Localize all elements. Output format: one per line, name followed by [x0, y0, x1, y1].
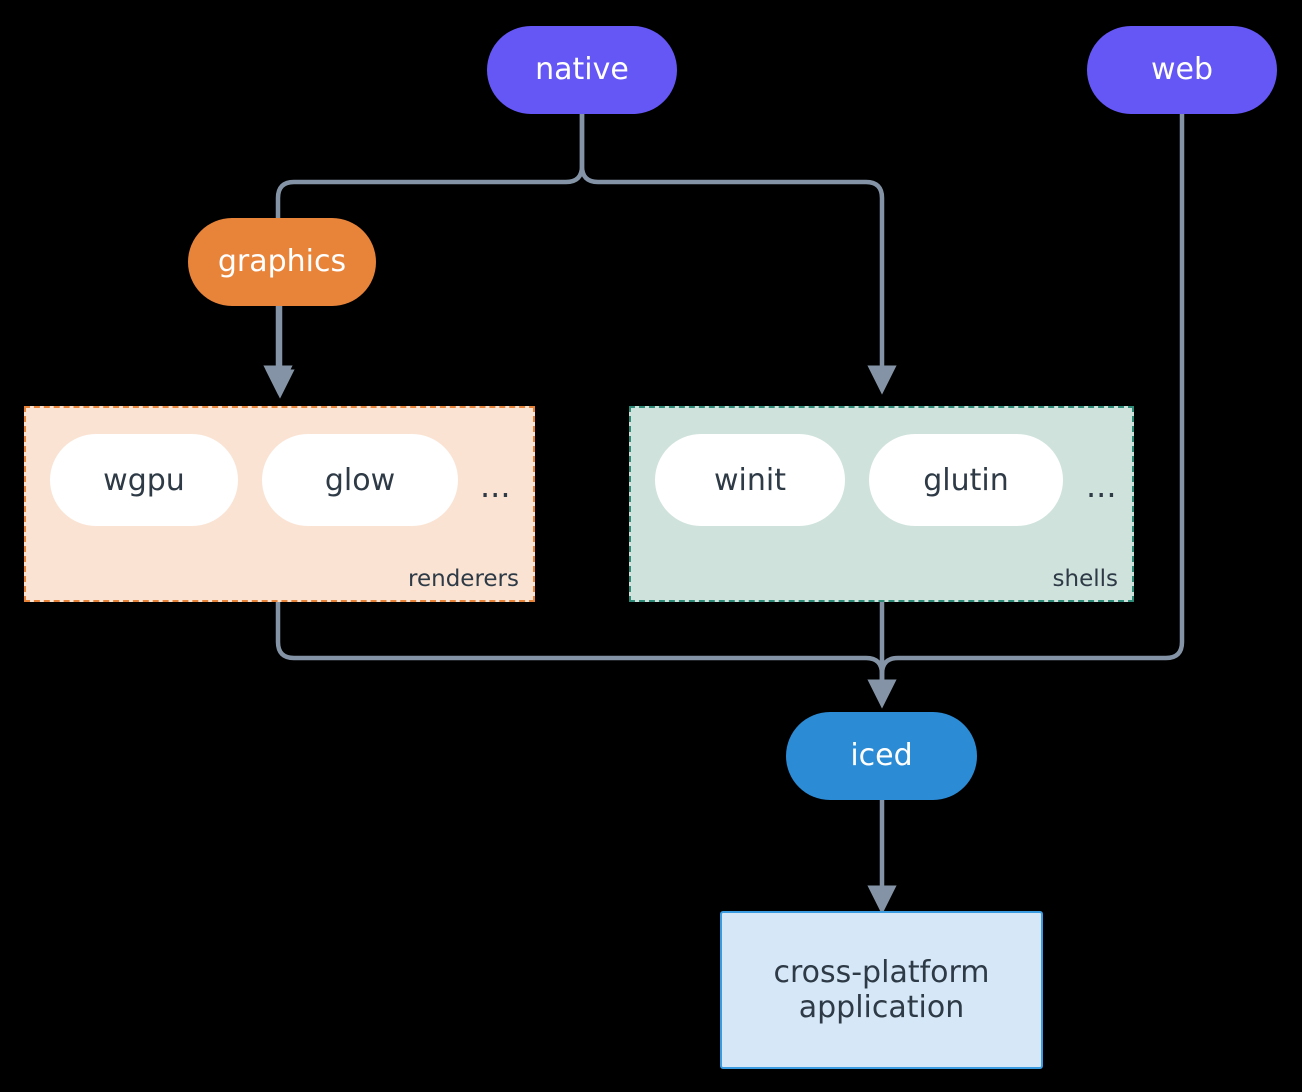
node-cross-platform-application[interactable]: cross-platform application — [720, 911, 1043, 1069]
node-native-label: native — [535, 52, 629, 88]
node-native[interactable]: native — [487, 26, 677, 114]
node-web[interactable]: web — [1087, 26, 1277, 114]
shells-overflow-ellipsis: ... — [1086, 467, 1117, 505]
node-iced-label: iced — [850, 738, 913, 774]
node-graphics[interactable]: graphics — [188, 218, 376, 306]
edge-web-to-iced — [879, 110, 1185, 697]
leaf-glutin[interactable]: glutin — [869, 434, 1063, 526]
leaf-winit[interactable]: winit — [655, 434, 845, 526]
node-iced[interactable]: iced — [786, 712, 977, 800]
leaf-wgpu-label: wgpu — [103, 462, 185, 498]
application-label-line-1: cross-platform — [773, 954, 990, 990]
leaf-wgpu[interactable]: wgpu — [50, 434, 238, 526]
leaf-glow-label: glow — [324, 462, 396, 498]
group-renderers-label: renderers — [408, 566, 519, 592]
leaf-glutin-label: glutin — [923, 462, 1009, 498]
leaf-winit-label: winit — [714, 462, 786, 498]
edge-native-to-shells — [579, 110, 897, 395]
application-label-line-2: application — [798, 990, 965, 1025]
node-graphics-label: graphics — [217, 244, 347, 280]
node-web-label: web — [1150, 52, 1214, 88]
group-shells-label: shells — [1052, 566, 1118, 592]
leaf-glow[interactable]: glow — [262, 434, 458, 526]
renderers-overflow-ellipsis: ... — [480, 467, 511, 505]
edge-renderers-to-iced — [275, 599, 897, 709]
